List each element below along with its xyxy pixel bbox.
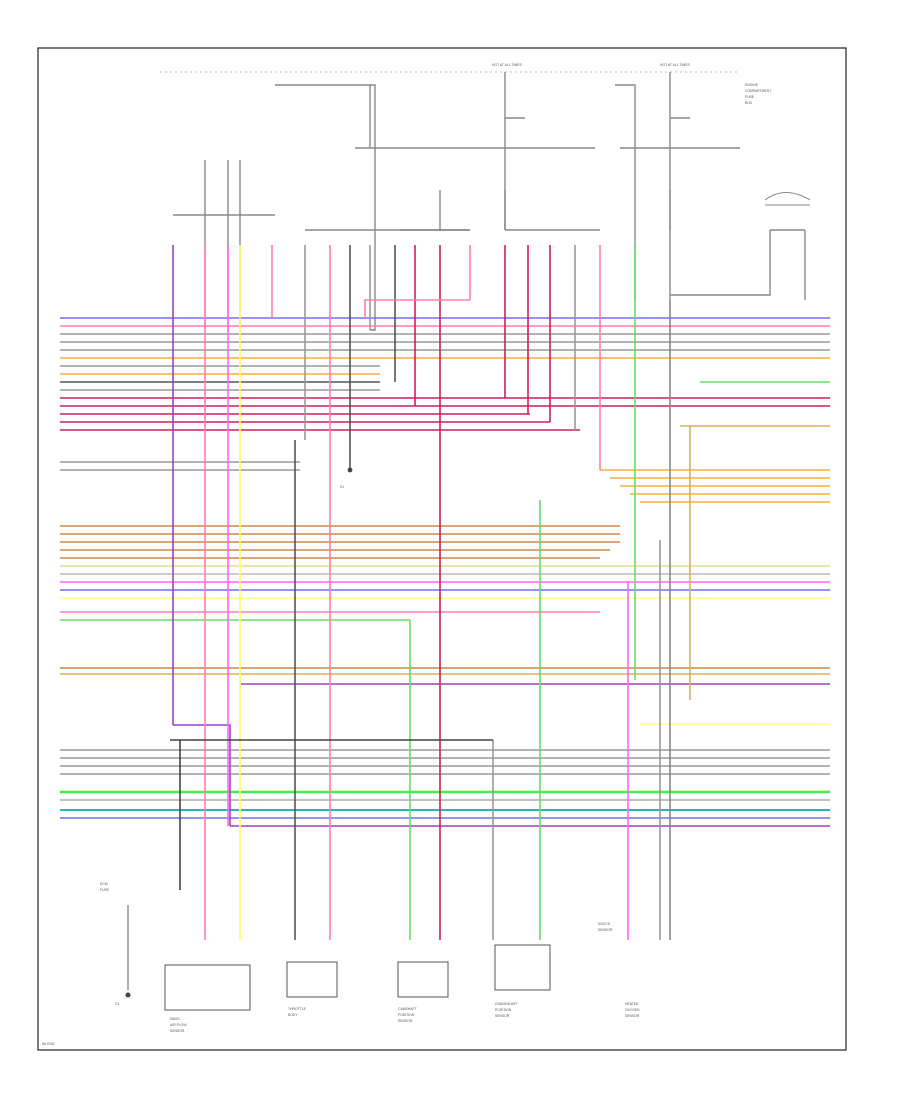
component-box-maf	[164, 964, 251, 1011]
component-box-cmp	[397, 961, 449, 998]
upper-feed-lines	[173, 72, 806, 331]
knock-label-1: KNOCK	[598, 922, 611, 926]
throttle-label-1: THROTTLE	[288, 1007, 307, 1011]
throttle-label-2: BODY	[288, 1013, 298, 1017]
left-block-1: ECM	[100, 882, 108, 886]
footer-code: W/ ENG	[42, 1042, 55, 1046]
splice-label: S1	[340, 485, 344, 489]
note-line-2: COMPARTMENT	[745, 89, 771, 93]
ground-label: G1	[115, 1002, 120, 1006]
vertical-wires	[170, 245, 691, 940]
fuse-box-note: ENGINE COMPARTMENT FUSE BOX	[745, 83, 771, 105]
power-label-2: HOT AT ALL TIMES	[660, 63, 691, 67]
diagram-border	[37, 47, 847, 1051]
maf-label-1: MASS	[170, 1017, 180, 1021]
o2-label-3: SENSOR	[625, 1014, 640, 1018]
component-box-ckp	[494, 944, 551, 991]
center-splice	[347, 467, 353, 473]
o2-label-1: HEATED	[625, 1002, 639, 1006]
left-block-2: FUSE	[100, 888, 110, 892]
power-label-1: HOT AT ALL TIMES	[492, 63, 523, 67]
cmp-label-1: CAMSHAFT	[398, 1007, 417, 1011]
ckp-label-1: CRANKSHAFT	[495, 1002, 518, 1006]
ground-symbol	[125, 905, 131, 998]
cmp-label-3: SENSOR	[398, 1019, 413, 1023]
o2-label-2: OXYGEN	[625, 1008, 640, 1012]
cmp-label-2: POSITION	[398, 1013, 415, 1017]
component-labels: MASS AIR FLOW SENSOR THROTTLE BODY CAMSH…	[42, 485, 640, 1046]
note-line-1: ENGINE	[745, 83, 759, 87]
maf-label-2: AIR FLOW	[170, 1023, 187, 1027]
maf-label-3: SENSOR	[170, 1029, 185, 1033]
note-line-4: BOX	[745, 101, 753, 105]
bottom-components	[164, 944, 551, 1011]
note-line-3: FUSE	[745, 95, 755, 99]
component-box-throttle	[286, 961, 338, 998]
knock-label-2: SENSOR	[598, 928, 613, 932]
horizontal-wires	[60, 317, 830, 827]
ckp-label-2: POSITION	[495, 1008, 512, 1012]
right-top-component	[764, 192, 811, 206]
ckp-label-3: SENSOR	[495, 1014, 510, 1018]
